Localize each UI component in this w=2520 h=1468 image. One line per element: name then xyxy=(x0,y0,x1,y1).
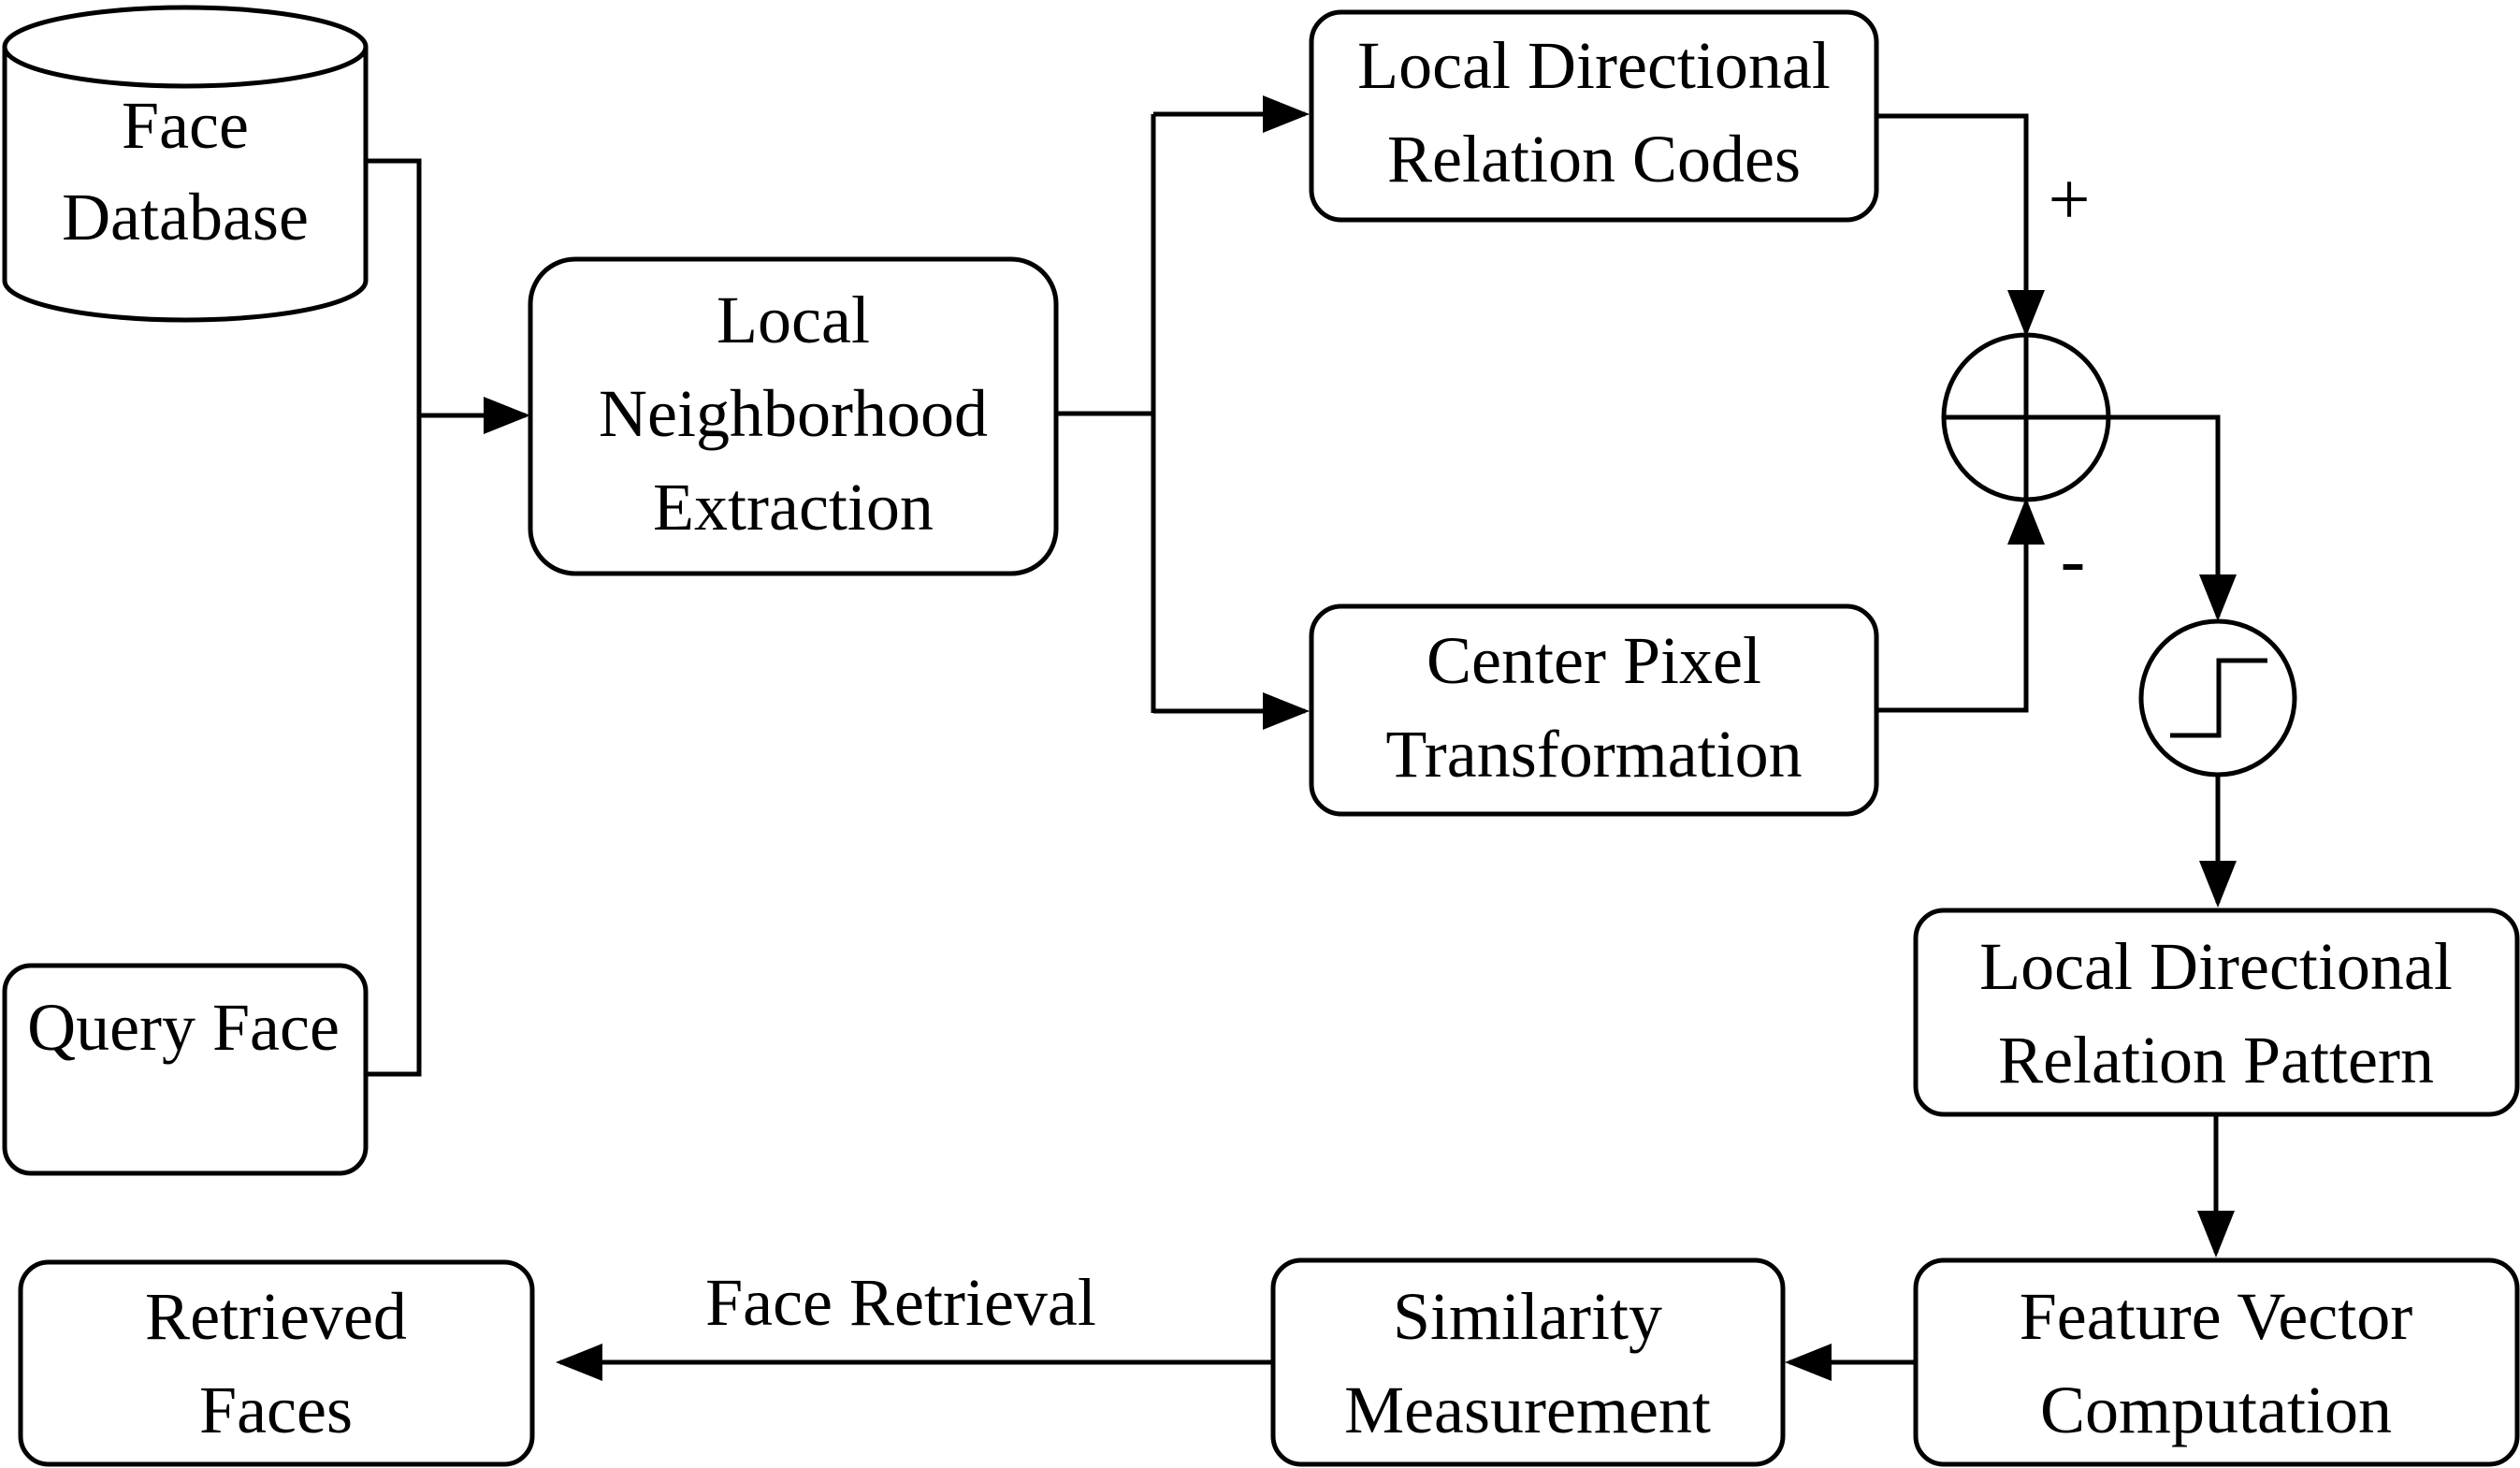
ldr-codes-node: Local Directional Relation Codes xyxy=(1309,9,1879,223)
center-pixel-node: Center Pixel Transformation xyxy=(1309,603,1879,817)
junction-to-threshold-connector xyxy=(2108,414,2237,621)
feature-vector-node: Feature Vector Computation xyxy=(1913,1257,2520,1467)
ldr-codes-label-line2: Relation Codes xyxy=(1387,122,1801,196)
feature-vector-label-line2: Computation xyxy=(2040,1373,2392,1447)
query-face-node: Query Face xyxy=(2,963,369,1176)
center-pixel-label-line2: Transformation xyxy=(1385,717,1802,792)
ldr-pattern-label-line2: Relation Pattern xyxy=(1998,1023,2434,1097)
face-database-label-line2: Database xyxy=(62,180,309,254)
retrieved-label-line2: Faces xyxy=(199,1373,353,1447)
junction-inputs: + - xyxy=(1876,113,2091,713)
plus-sign: + xyxy=(2048,159,2090,241)
retrieved-faces-node: Retrieved Faces xyxy=(18,1259,535,1467)
query-face-label: Query Face xyxy=(27,990,340,1065)
split-connector xyxy=(1056,95,1310,730)
threshold-step-function xyxy=(2138,618,2297,778)
similarity-label-line1: Similarity xyxy=(1393,1279,1662,1354)
neighborhood-extraction-node: Local Neighborhood Extraction xyxy=(528,256,1059,576)
center-pixel-label-line1: Center Pixel xyxy=(1427,623,1761,698)
summing-junction xyxy=(1941,332,2111,502)
face-retrieval-edge: Face Retrieval xyxy=(556,1265,1273,1381)
face-database-node: Face Database xyxy=(2,5,369,323)
face-retrieval-label: Face Retrieval xyxy=(705,1265,1096,1340)
ldr-pattern-label-line1: Local Directional xyxy=(1979,929,2453,1004)
face-database-label-line1: Face xyxy=(122,88,249,163)
ldr-pattern-node: Local Directional Relation Pattern xyxy=(1913,908,2520,1117)
neighborhood-label-line2: Neighborhood xyxy=(599,376,988,451)
similarity-label-line2: Measurement xyxy=(1344,1373,1711,1447)
ldr-codes-label-line1: Local Directional xyxy=(1357,28,1831,103)
neighborhood-label-line1: Local xyxy=(717,283,870,357)
minus-sign: - xyxy=(2061,519,2086,602)
neighborhood-label-line3: Extraction xyxy=(653,470,934,545)
feature-vector-label-line1: Feature Vector xyxy=(2020,1279,2413,1354)
input-merge-connector xyxy=(366,158,530,1077)
retrieved-label-line1: Retrieved xyxy=(145,1279,407,1354)
similarity-node: Similarity Measurement xyxy=(1270,1257,1786,1467)
